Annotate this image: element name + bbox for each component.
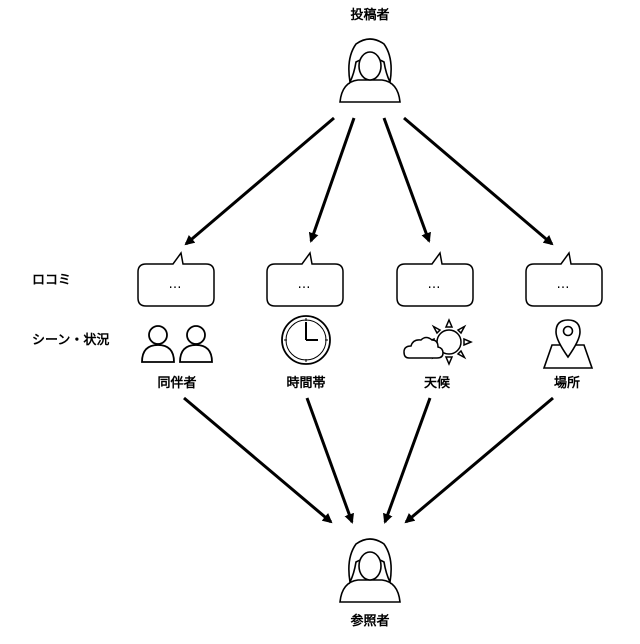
- viewer-person-icon: [340, 539, 400, 602]
- category-label-weather: 天候: [424, 376, 450, 392]
- arrow-category-3-to-viewer: [385, 398, 430, 522]
- arrow-poster-to-bubble-1: [186, 118, 334, 244]
- companions-icon: [142, 326, 212, 362]
- poster-person-icon: [340, 39, 400, 102]
- arrow-category-1-to-viewer: [184, 398, 331, 522]
- poster-label: 投稿者: [350, 8, 389, 24]
- clock-icon: [282, 316, 330, 364]
- arrow-category-4-to-viewer: [406, 398, 553, 522]
- viewer-label: 参照者: [350, 614, 389, 630]
- review-row-label: ロコミ: [32, 273, 71, 289]
- bubble-text-4: …: [557, 277, 572, 293]
- arrow-poster-to-bubble-4: [404, 118, 552, 244]
- bubble-text-2: …: [298, 277, 313, 293]
- location-icon: [544, 320, 592, 368]
- scene-row-label: シーン・状況: [32, 333, 109, 349]
- bubble-text-3: …: [428, 277, 443, 293]
- arrow-poster-to-bubble-2: [311, 118, 354, 241]
- category-label-companions: 同伴者: [157, 376, 196, 392]
- category-label-time: 時間帯: [286, 376, 325, 392]
- bubble-text-1: …: [169, 277, 184, 293]
- category-label-place: 場所: [554, 376, 580, 392]
- weather-icon: [404, 320, 471, 364]
- arrow-category-2-to-viewer: [307, 398, 352, 522]
- arrow-poster-to-bubble-3: [384, 118, 429, 241]
